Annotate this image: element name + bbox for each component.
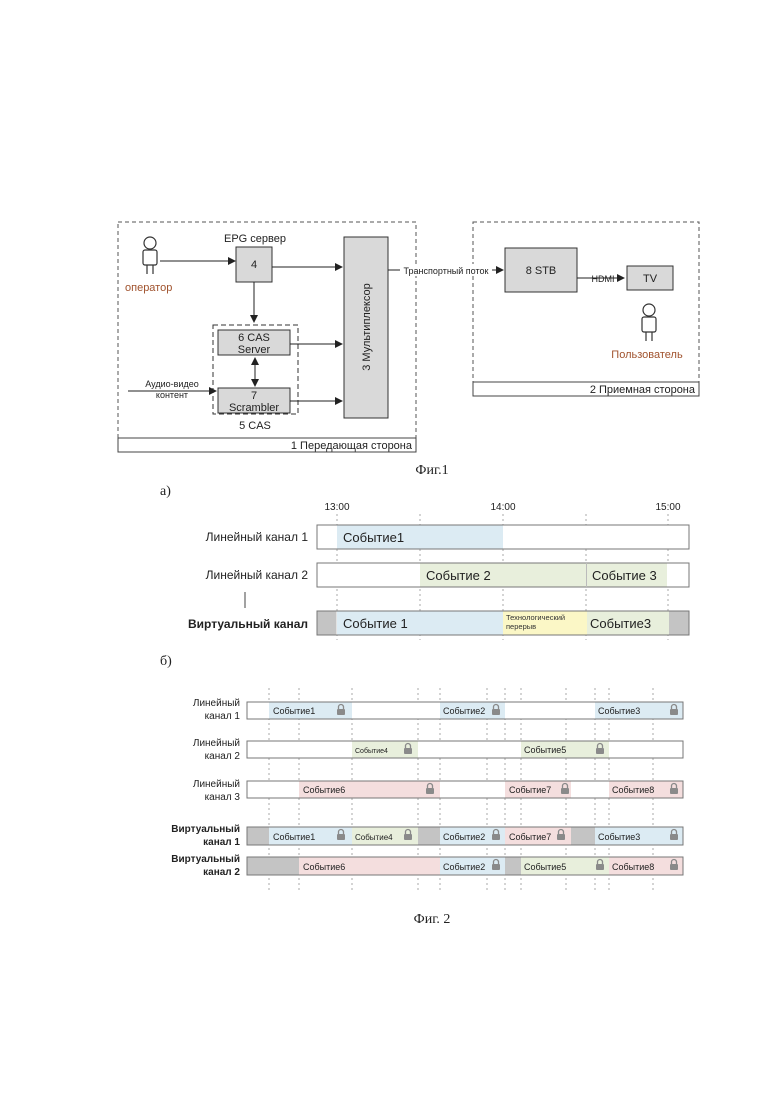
b-row5-event8-label: Событие8 (612, 862, 654, 872)
b-row1-event2-label: Событие2 (443, 706, 485, 716)
b-row4-name-line1: Виртуальный (171, 824, 240, 835)
b-row4-gap (571, 828, 595, 845)
b-row2-name-line1: Линейный (193, 738, 240, 749)
b-row3-name-line1: Линейный (193, 779, 240, 790)
b-row2-event4-label: Событие4 (355, 747, 388, 755)
b-row2-event5-label: Событие5 (524, 745, 566, 755)
b-row5-name-line1: Виртуальный (171, 854, 240, 865)
b-row5-gap (248, 858, 300, 875)
b-row4-name-line2: канал 1 (203, 837, 240, 848)
b-row1-event3-label: Событие3 (598, 706, 640, 716)
b-row4-event7-label: Событие7 (509, 832, 551, 842)
b-row5-event6-label: Событие6 (303, 862, 345, 872)
b-row5-name-line2: канал 2 (203, 867, 240, 878)
b-row5-gap (505, 858, 521, 875)
b-row4-gap (418, 828, 440, 845)
b-row4-event1-label: Событие1 (273, 832, 315, 842)
b-row3-event7-label: Событие7 (509, 785, 551, 795)
figure-2b-label: б) (160, 654, 172, 669)
b-row1-event1-label: Событие1 (273, 706, 315, 716)
b-row5-event5-label: Событие5 (524, 862, 566, 872)
b-row3-name-line2: канал 3 (205, 792, 241, 803)
b-row1-name-line1: Линейный (193, 698, 240, 709)
figure-2-caption: Фиг. 2 (414, 912, 451, 927)
b-row3-event6-label: Событие6 (303, 785, 345, 795)
b-row3-event8-label: Событие8 (612, 785, 654, 795)
b-row4-event3-label: Событие3 (598, 832, 640, 842)
b-row5-event2-label: Событие2 (443, 862, 485, 872)
b-row2-name-line2: канал 2 (205, 751, 241, 762)
b-row4-gap (248, 828, 270, 845)
b-row4-event4-label: Событие4 (355, 833, 393, 842)
b-row4-event2-label: Событие2 (443, 832, 485, 842)
b-row2-track (247, 741, 683, 758)
b-row1-name-line2: канал 1 (205, 711, 241, 722)
